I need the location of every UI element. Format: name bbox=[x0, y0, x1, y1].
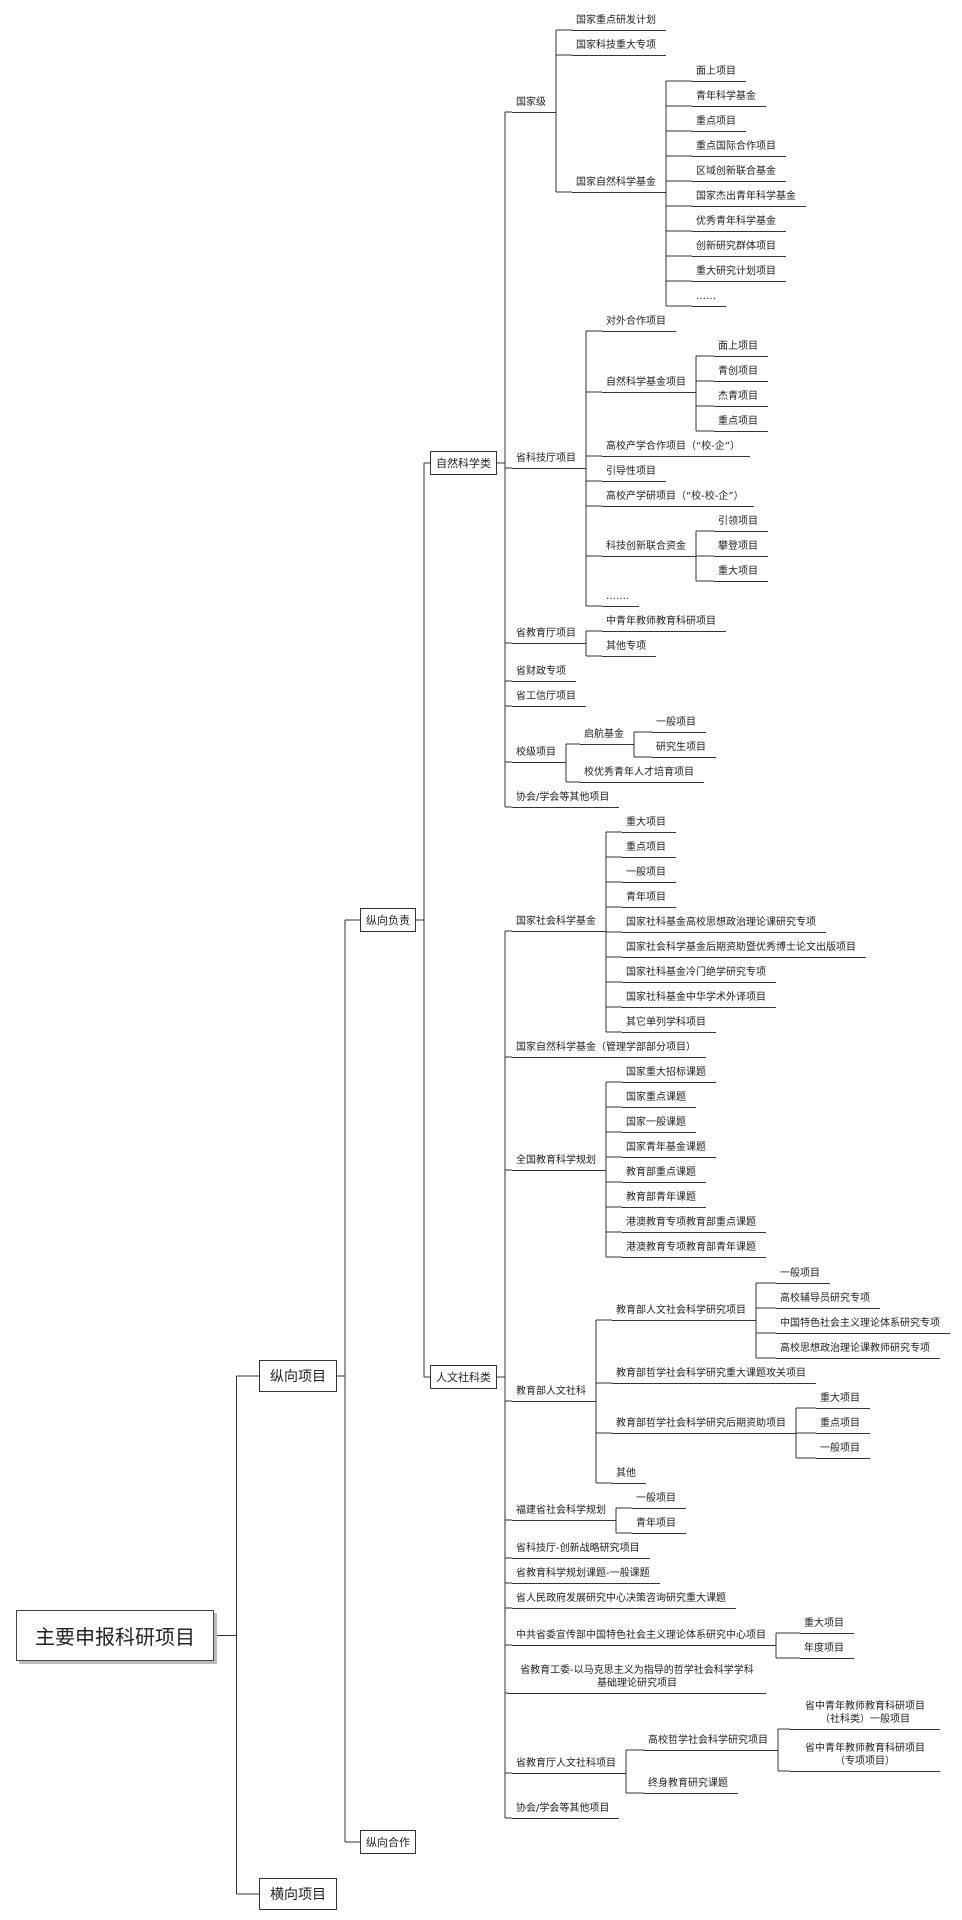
item-national-education-planning[interactable]: 全国教育科学规划 bbox=[512, 1154, 606, 1171]
item-provincial-education-dept[interactable]: 省教育厅项目 bbox=[512, 627, 586, 644]
item-nsfc-key-intl[interactable]: 重点国际合作项目 bbox=[692, 140, 786, 157]
item-propaganda-major[interactable]: 重大项目 bbox=[800, 1617, 854, 1634]
item-national-level[interactable]: 国家级 bbox=[512, 96, 556, 113]
item-nsfc[interactable]: 国家自然科学基金 bbox=[572, 176, 666, 193]
topic-vertical-lead[interactable]: 纵向负责 bbox=[360, 908, 416, 932]
item-provincial-nsf[interactable]: 自然科学基金项目 bbox=[602, 376, 696, 393]
item-moe-postfunding-general[interactable]: 一般项目 bbox=[816, 1442, 870, 1459]
item-nssf-rare-disciplines[interactable]: 国家社科基金冷门绝学研究专项 bbox=[622, 966, 776, 983]
item-nssf-separate-disciplines[interactable]: 其它单列学科项目 bbox=[622, 1016, 716, 1033]
item-nsfc-youth[interactable]: 青年科学基金 bbox=[692, 90, 766, 107]
item-provincial-edu-humanities[interactable]: 省教育厅人文社科项目 bbox=[512, 1757, 626, 1774]
item-moe-counselor[interactable]: 高校辅导员研究专项 bbox=[776, 1292, 880, 1309]
item-other-special[interactable]: 其他专项 bbox=[602, 640, 656, 657]
item-moe-socialism-theory[interactable]: 中国特色社会主义理论体系研究专项 bbox=[776, 1317, 950, 1334]
item-provincial-nsf-youth-innovation[interactable]: 青创项目 bbox=[714, 365, 768, 382]
item-climbing-project[interactable]: 攀登项目 bbox=[714, 540, 768, 557]
item-major-project[interactable]: 重大项目 bbox=[714, 565, 768, 582]
item-nsfc-management[interactable]: 国家自然科学基金（管理学部部分项目） bbox=[512, 1041, 706, 1058]
item-edu-national-youth[interactable]: 国家青年基金课题 bbox=[622, 1141, 716, 1158]
topic-vertical-projects[interactable]: 纵向项目 bbox=[259, 1360, 337, 1392]
item-nssf-key[interactable]: 重点项目 bbox=[622, 841, 676, 858]
item-propaganda-annual[interactable]: 年度项目 bbox=[800, 1642, 854, 1659]
item-moe-postfunding-key[interactable]: 重点项目 bbox=[816, 1417, 870, 1434]
item-provincial-finance[interactable]: 省财政专项 bbox=[512, 665, 576, 682]
item-edu-national-general[interactable]: 国家一般课题 bbox=[622, 1116, 696, 1133]
item-excellent-young-talent[interactable]: 校优秀青年人才培育项目 bbox=[580, 766, 704, 783]
item-lifelong-education[interactable]: 终身教育研究课题 bbox=[644, 1777, 738, 1794]
item-nssf-ideological-political[interactable]: 国家社科基金高校思想政治理论课研究专项 bbox=[622, 916, 826, 933]
item-nssf-youth[interactable]: 青年项目 bbox=[622, 891, 676, 908]
item-nssf-translation[interactable]: 国家社科基金中华学术外译项目 bbox=[622, 991, 776, 1008]
item-decision-consulting[interactable]: 省人民政府发展研究中心决策咨询研究重大课题 bbox=[512, 1592, 736, 1609]
item-marxism-philosophy-basic[interactable]: 省教育工委-以马克思主义为指导的哲学社会科学学科基础理论研究项目 bbox=[508, 1664, 766, 1694]
item-university-level[interactable]: 校级项目 bbox=[512, 746, 566, 763]
item-nsfc-excellent-youth[interactable]: 优秀青年科学基金 bbox=[692, 215, 786, 232]
item-propaganda-dept-center[interactable]: 中共省委宣传部中国特色社会主义理论体系研究中心项目 bbox=[512, 1629, 776, 1646]
item-qihang-fund[interactable]: 启航基金 bbox=[580, 728, 634, 745]
item-nsfc-distinguished-youth[interactable]: 国家杰出青年科学基金 bbox=[692, 190, 806, 207]
item-edu-hkmacau-key[interactable]: 港澳教育专项教育部重点课题 bbox=[622, 1216, 766, 1233]
item-provincial-nsf-distinguished-youth[interactable]: 杰青项目 bbox=[714, 390, 768, 407]
item-qihang-general[interactable]: 一般项目 bbox=[652, 716, 706, 733]
item-moe-ideology-teachers[interactable]: 高校思想政治理论课教师研究专项 bbox=[776, 1342, 940, 1359]
topic-natural-sciences[interactable]: 自然科学类 bbox=[430, 451, 497, 475]
item-sci-tech-innovation-fund[interactable]: 科技创新联合资金 bbox=[602, 540, 696, 557]
item-nsfc-regional[interactable]: 区域创新联合基金 bbox=[692, 165, 786, 182]
item-edu-national-key[interactable]: 国家重点课题 bbox=[622, 1091, 696, 1108]
item-guidance-project[interactable]: 引导性项目 bbox=[602, 465, 666, 482]
item-university-industry-research[interactable]: 高校产学研项目（“校-校-企”） bbox=[602, 490, 754, 507]
item-innovation-strategy[interactable]: 省科技厅-创新战略研究项目 bbox=[512, 1542, 650, 1559]
item-moe-hss-general[interactable]: 一般项目 bbox=[776, 1267, 830, 1284]
item-young-teacher-social-general[interactable]: 省中青年教师教育科研项目（社科类）一般项目 bbox=[790, 1700, 940, 1730]
topic-vertical-cooperation[interactable]: 纵向合作 bbox=[360, 1830, 416, 1854]
item-provincial-nsf-general[interactable]: 面上项目 bbox=[714, 340, 768, 357]
item-nsfc-innovation-group[interactable]: 创新研究群体项目 bbox=[692, 240, 786, 257]
item-provincial-nsf-key[interactable]: 重点项目 bbox=[714, 415, 768, 432]
item-edu-major-bid[interactable]: 国家重大招标课题 bbox=[622, 1066, 716, 1083]
item-sci-tech-ellipsis[interactable]: ……. bbox=[602, 590, 640, 607]
item-young-teacher-research[interactable]: 中青年教师教育科研项目 bbox=[602, 615, 726, 632]
item-moe-postfunding-major[interactable]: 重大项目 bbox=[816, 1392, 870, 1409]
item-nsfc-ellipsis[interactable]: …… bbox=[692, 290, 726, 307]
item-external-cooperation[interactable]: 对外合作项目 bbox=[602, 315, 676, 332]
item-nssf-general[interactable]: 一般项目 bbox=[622, 866, 676, 883]
item-nsfc-general[interactable]: 面上项目 bbox=[692, 65, 746, 82]
topic-humanities-social-sciences[interactable]: 人文社科类 bbox=[430, 1365, 497, 1389]
item-moe-other[interactable]: 其他 bbox=[612, 1467, 646, 1484]
item-fujian-social-science[interactable]: 福建省社会科学规划 bbox=[512, 1504, 616, 1521]
root-topic[interactable]: 主要申报科研项目 bbox=[16, 1610, 214, 1661]
item-edu-moe-youth[interactable]: 教育部青年课题 bbox=[622, 1191, 706, 1208]
item-moe-major-tackling[interactable]: 教育部哲学社会科学研究重大课题攻关项目 bbox=[612, 1367, 816, 1384]
item-moe-humanities[interactable]: 教育部人文社科 bbox=[512, 1385, 596, 1402]
item-nsfc-major-research-plan[interactable]: 重大研究计划项目 bbox=[692, 265, 786, 282]
item-nssf[interactable]: 国家社会科学基金 bbox=[512, 915, 606, 932]
item-moe-hss-research[interactable]: 教育部人文社会科学研究项目 bbox=[612, 1304, 756, 1321]
item-provincial-sci-tech-dept[interactable]: 省科技厅项目 bbox=[512, 452, 586, 469]
item-edu-moe-key[interactable]: 教育部重点课题 bbox=[622, 1166, 706, 1183]
item-university-industry-coop[interactable]: 高校产学合作项目（“校-企”） bbox=[602, 440, 750, 457]
item-fujian-youth[interactable]: 青年项目 bbox=[632, 1517, 686, 1534]
item-fujian-general[interactable]: 一般项目 bbox=[632, 1492, 686, 1509]
item-moe-postfunding[interactable]: 教育部哲学社会科学研究后期资助项目 bbox=[612, 1417, 796, 1434]
topic-horizontal-projects[interactable]: 横向项目 bbox=[259, 1878, 337, 1910]
item-national-key-rd[interactable]: 国家重点研发计划 bbox=[572, 14, 666, 31]
item-national-sci-tech-major[interactable]: 国家科技重大专项 bbox=[572, 39, 666, 56]
item-nssf-postfunding[interactable]: 国家社会科学基金后期资助暨优秀博士论文出版项目 bbox=[622, 941, 866, 958]
item-leading-project[interactable]: 引领项目 bbox=[714, 515, 768, 532]
item-provincial-industry-it[interactable]: 省工信厅项目 bbox=[512, 690, 586, 707]
item-young-teacher-special[interactable]: 省中青年教师教育科研项目（专项项目） bbox=[790, 1742, 940, 1772]
item-nsfc-key[interactable]: 重点项目 bbox=[692, 115, 746, 132]
item-association-other-ns[interactable]: 协会/学会等其他项目 bbox=[512, 791, 620, 808]
item-association-other-hss[interactable]: 协会/学会等其他项目 bbox=[512, 1802, 620, 1819]
item-qihang-graduate[interactable]: 研究生项目 bbox=[652, 741, 716, 758]
item-provincial-edu-planning[interactable]: 省教育科学规划课题-一般课题 bbox=[512, 1567, 660, 1584]
item-edu-hkmacau-youth[interactable]: 港澳教育专项教育部青年课题 bbox=[622, 1241, 766, 1258]
item-nssf-major[interactable]: 重大项目 bbox=[622, 816, 676, 833]
item-university-philosophy-social[interactable]: 高校哲学社会科学研究项目 bbox=[644, 1734, 778, 1751]
